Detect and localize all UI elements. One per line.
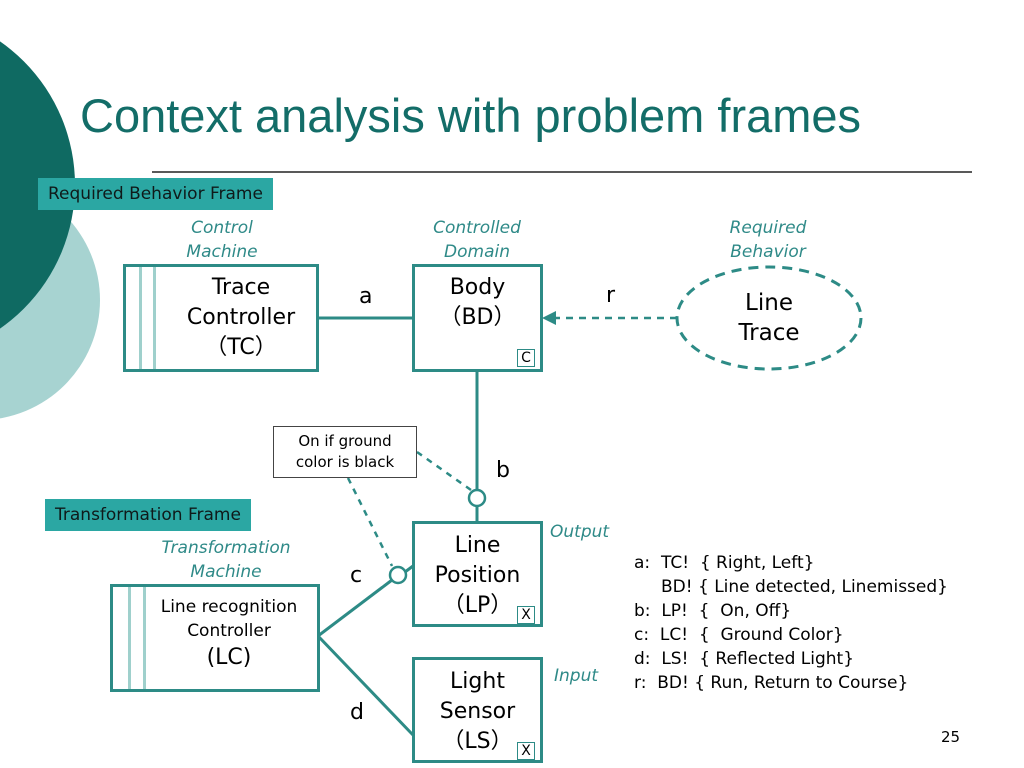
legend-line: a: TC! { Right, Left}: [634, 553, 815, 573]
caption-line: Required: [729, 218, 807, 238]
machine-label: Trace Controller （TC）: [166, 273, 316, 363]
legend-line: r: BD! { Run, Return to Course}: [634, 673, 909, 693]
caption-transformation-machine: Transformation Machine: [140, 536, 312, 584]
machine-label: Line recognition Controller (LC): [141, 595, 317, 673]
tag-transformation-frame: Transformation Frame: [45, 499, 251, 531]
interface-label-a: a: [359, 284, 373, 309]
caption-output: Output: [550, 522, 610, 542]
tag-required-behavior-frame: Required Behavior Frame: [38, 178, 273, 210]
interface-legend: a: TC! { Right, Left} BD! { Line detecte…: [634, 551, 948, 695]
label-line: Trace: [211, 275, 271, 300]
event-circle-b: [467, 488, 487, 508]
label-line: Body: [449, 275, 506, 300]
legend-line: d: LS! { Reflected Light}: [634, 649, 855, 669]
interface-label-c: c: [350, 563, 363, 588]
legend-line: BD! { Line detected, Linemissed}: [634, 577, 948, 597]
note-pointer-c: [346, 477, 394, 567]
machine-stripe: [139, 267, 142, 369]
caption-line: Transformation: [161, 538, 291, 558]
legend-line: b: LP! { On, Off}: [634, 601, 792, 621]
domain-label: Body （BD）: [415, 273, 540, 333]
label-line: Controller: [186, 305, 296, 330]
label-line: Line recognition: [160, 597, 298, 617]
slide-title: Context analysis with problem frames: [80, 89, 862, 142]
interface-line-d: [316, 634, 415, 737]
machine-stripe: [143, 587, 146, 689]
caption-line: Machine: [186, 242, 258, 262]
domain-marker-light-sensor: X: [517, 742, 535, 760]
label-line: Line: [454, 533, 501, 558]
decor-circle-dark: [0, 41, 75, 329]
caption-line: Behavior: [730, 242, 806, 262]
label-line: Position: [434, 563, 521, 588]
label-line: （TC）: [205, 335, 277, 360]
caption-line: Domain: [444, 242, 510, 262]
interface-label-d: d: [350, 700, 364, 725]
interface-label-b: b: [496, 458, 510, 483]
caption-line: Machine: [190, 562, 262, 582]
requirement-ellipse: [675, 265, 863, 371]
machine-trace-controller: Trace Controller （TC）: [123, 264, 319, 372]
label-line: （LP）: [442, 593, 513, 618]
caption-line: Controlled: [433, 218, 521, 238]
caption-required-behavior: Required Behavior: [706, 216, 830, 264]
requirement-arrowhead: [542, 311, 556, 325]
domain-label: Light Sensor （LS）: [415, 667, 540, 757]
interface-line-c: [317, 578, 393, 638]
label-line: (LC): [206, 645, 252, 670]
note-line: color is black: [295, 453, 395, 471]
annotation-note: On if ground color is black: [273, 426, 417, 478]
machine-stripe: [128, 587, 131, 689]
label-line: Sensor: [439, 699, 516, 724]
legend-line: c: LC! { Ground Color}: [634, 625, 844, 645]
label-line: （LS）: [442, 729, 513, 754]
event-circle-c: [388, 565, 408, 585]
domain-label: Line Position （LP）: [415, 531, 540, 621]
label-line: Trace: [738, 320, 800, 346]
label-line: （BD）: [439, 305, 516, 330]
note-line: On if ground: [298, 432, 392, 450]
label-line: Line: [745, 290, 793, 316]
caption-control-machine: Control Machine: [160, 216, 284, 264]
domain-body: Body （BD）: [412, 264, 543, 372]
requirement-label: Line Trace: [700, 288, 838, 348]
caption-controlled-domain: Controlled Domain: [415, 216, 539, 264]
label-line: Controller: [187, 621, 271, 641]
caption-line: Control: [191, 218, 253, 238]
domain-line-position: Line Position （LP）: [412, 521, 543, 627]
page-number: 25: [941, 728, 961, 746]
label-line: Light: [450, 669, 505, 694]
note-pointer-b: [416, 450, 472, 492]
caption-input: Input: [554, 666, 599, 686]
domain-marker-body: C: [517, 349, 535, 367]
machine-stripe: [153, 267, 156, 369]
domain-marker-line-position: X: [517, 606, 535, 624]
machine-line-recognition: Line recognition Controller (LC): [110, 584, 320, 692]
interface-label-r: r: [606, 283, 616, 308]
